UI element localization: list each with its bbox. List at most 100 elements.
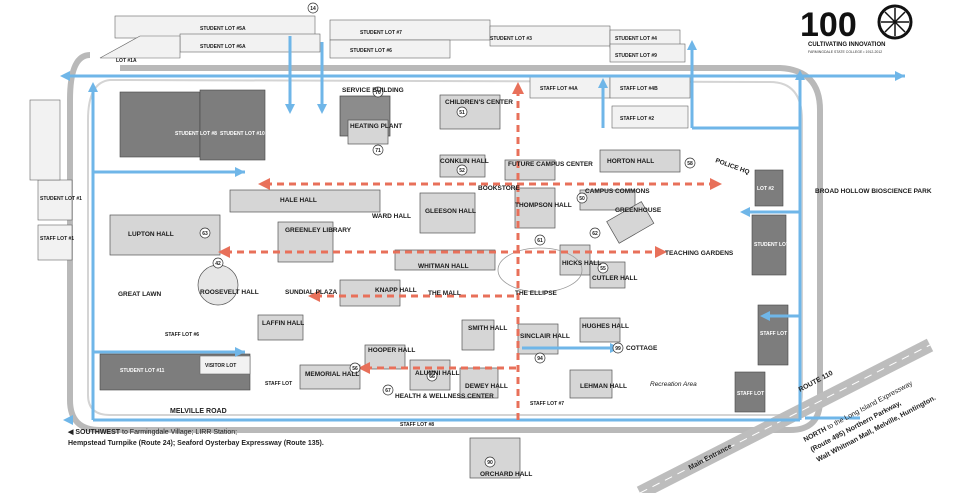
label-lot-6: STUDENT LOT #6 [350,48,392,54]
label-gleeson: GLEESON HALL [425,208,476,215]
gleeson-hall [419,192,476,234]
centennial-logo: 100 CULTIVATING INNOVATION FARMINGDALE S… [800,4,913,54]
smith-hall [461,319,495,351]
lot-visitor [199,355,251,375]
label-hicks: HICKS HALL [562,260,601,267]
laffin-hall [257,314,304,341]
lehman-hall [569,369,613,399]
label-future: FUTURE CAMPUS CENTER [508,161,593,168]
lot-labels: STUDENT LOT #5A STUDENT LOT #7 STUDENT L… [40,26,796,428]
label-health: HEALTH & WELLNESS CENTER [395,393,494,400]
blue-routes [65,36,905,422]
label-staff-4a: STAFF LOT #4A [540,86,578,92]
arrow-top-1 [285,104,295,114]
arrow-top-4 [687,40,697,50]
label-student-2: STUDENT LOT #2 [754,242,796,248]
label-lot-5: STUDENT LOT #4 [615,36,657,42]
logo-mark: 100 [800,6,857,44]
label-staff-lot-8: STAFF LOT #8 [400,422,434,428]
marker-99-num: 99 [615,346,621,352]
marker-94 [534,352,546,364]
label-service: SERVICE BUILDING [342,87,404,94]
label-cottage: COTTAGE [626,345,658,352]
red-arrow-west [258,178,270,190]
red-arrow-mall [308,290,320,302]
label-smith: SMITH HALL [468,325,507,332]
label-conklin: CONKLIN HALL [440,158,489,165]
label-laffin: LAFFIN HALL [262,320,304,327]
marker-42 [212,257,224,269]
building-labels: SERVICE BUILDING HEATING PLANT CHILDREN'… [118,87,932,478]
orchard-hall [469,437,521,479]
logo-subline: FARMINGDALE STATE COLLEGE • 1912-2012 [808,50,882,54]
arrow-east-mid [740,207,750,217]
label-whitman: WHITMAN HALL [418,263,469,270]
arrow-south-west [63,415,73,425]
marker-71-num: 71 [375,148,381,154]
label-horton: HORTON HALL [607,158,654,165]
label-student-1: STUDENT LOT #1 [40,196,82,202]
label-southwest-line2: Hempstead Turnpike (Route 24); Seaford O… [68,440,324,447]
label-childrens: CHILDREN'S CENTER [445,99,513,106]
lot-2 [754,169,784,207]
marker-50 [576,192,588,204]
the-ellipse [497,247,583,293]
marker-42-num: 42 [215,261,221,267]
label-staff-2: STAFF LOT #2 [620,116,654,122]
marker-52 [456,164,468,176]
marker-58 [684,157,696,169]
arrow-west [60,71,70,81]
marker-71 [372,144,384,156]
hicks-hall [559,244,591,276]
marker-90-num: 90 [487,460,493,466]
label-lupton: LUPTON HALL [128,231,174,238]
label-lot-5a: STUDENT LOT #5A [200,26,246,32]
label-the-ellipse: THE ELLIPSE [515,290,558,297]
arrow-north-east [795,70,805,80]
lot-1a [99,35,181,59]
marker-50-num: 50 [579,196,585,202]
lot-student-8 [119,91,201,158]
label-knapp: KNAPP HALL [375,287,417,294]
label-hooper: HOOPER HALL [368,347,415,354]
lot-student-6 [329,39,451,59]
red-arrow-west-mid [218,246,230,258]
label-greenhouse: GREENHOUSE [615,207,662,214]
marker-90 [484,456,496,468]
logo-rays-icon [881,8,909,36]
building-markers [199,2,696,468]
arrow-spur-1 [235,167,245,177]
label-recreation: Recreation Area [650,381,697,388]
label-lehman: LEHMAN HALL [580,383,627,390]
label-ward: WARD HALL [372,213,411,220]
label-lot-1a: LOT #1A [116,58,137,64]
marker-63-num: 63 [202,231,208,237]
label-southwest-lead: SOUTHWEST [75,429,120,436]
label-bookstore: BOOKSTORE [478,185,520,192]
label-student-8: STUDENT LOT #8 [175,131,217,137]
lot-staff-4a-south [734,371,766,413]
marker-66 [426,370,438,382]
label-broad-hollow: BROAD HOLLOW BIOSCIENCE PARK [815,188,932,195]
label-lot-2: LOT #2 [757,186,774,192]
hale-hall [229,189,381,213]
label-staff-6: STAFF LOT #6 [165,332,199,338]
label-hughes: HUGHES HALL [582,323,629,330]
roosevelt-hall [197,264,239,306]
arrow-top-3 [598,78,608,88]
label-staff-lot: STAFF LOT [265,381,292,387]
label-sundial: SUNDIAL PLAZA [285,289,338,296]
label-melville-road: MELVILLE ROAD [170,408,227,415]
label-visitor-lot: VISITOR LOT [205,363,236,369]
marker-56 [349,362,361,374]
label-lot-3: STUDENT LOT #3 [490,36,532,42]
lot-staff-a [29,99,61,181]
label-orchard: ORCHARD HALL [480,471,532,478]
label-campus-commons: CAMPUS COMMONS [585,188,650,195]
top-parking [99,15,686,63]
logo-starburst-icon [877,4,913,40]
marker-67 [382,384,394,396]
logo-tagline: CULTIVATING INNOVATION [808,42,885,48]
label-greenley: GREENLEY LIBRARY [285,227,352,234]
label-staff-4b: STAFF LOT #4B [620,86,658,92]
